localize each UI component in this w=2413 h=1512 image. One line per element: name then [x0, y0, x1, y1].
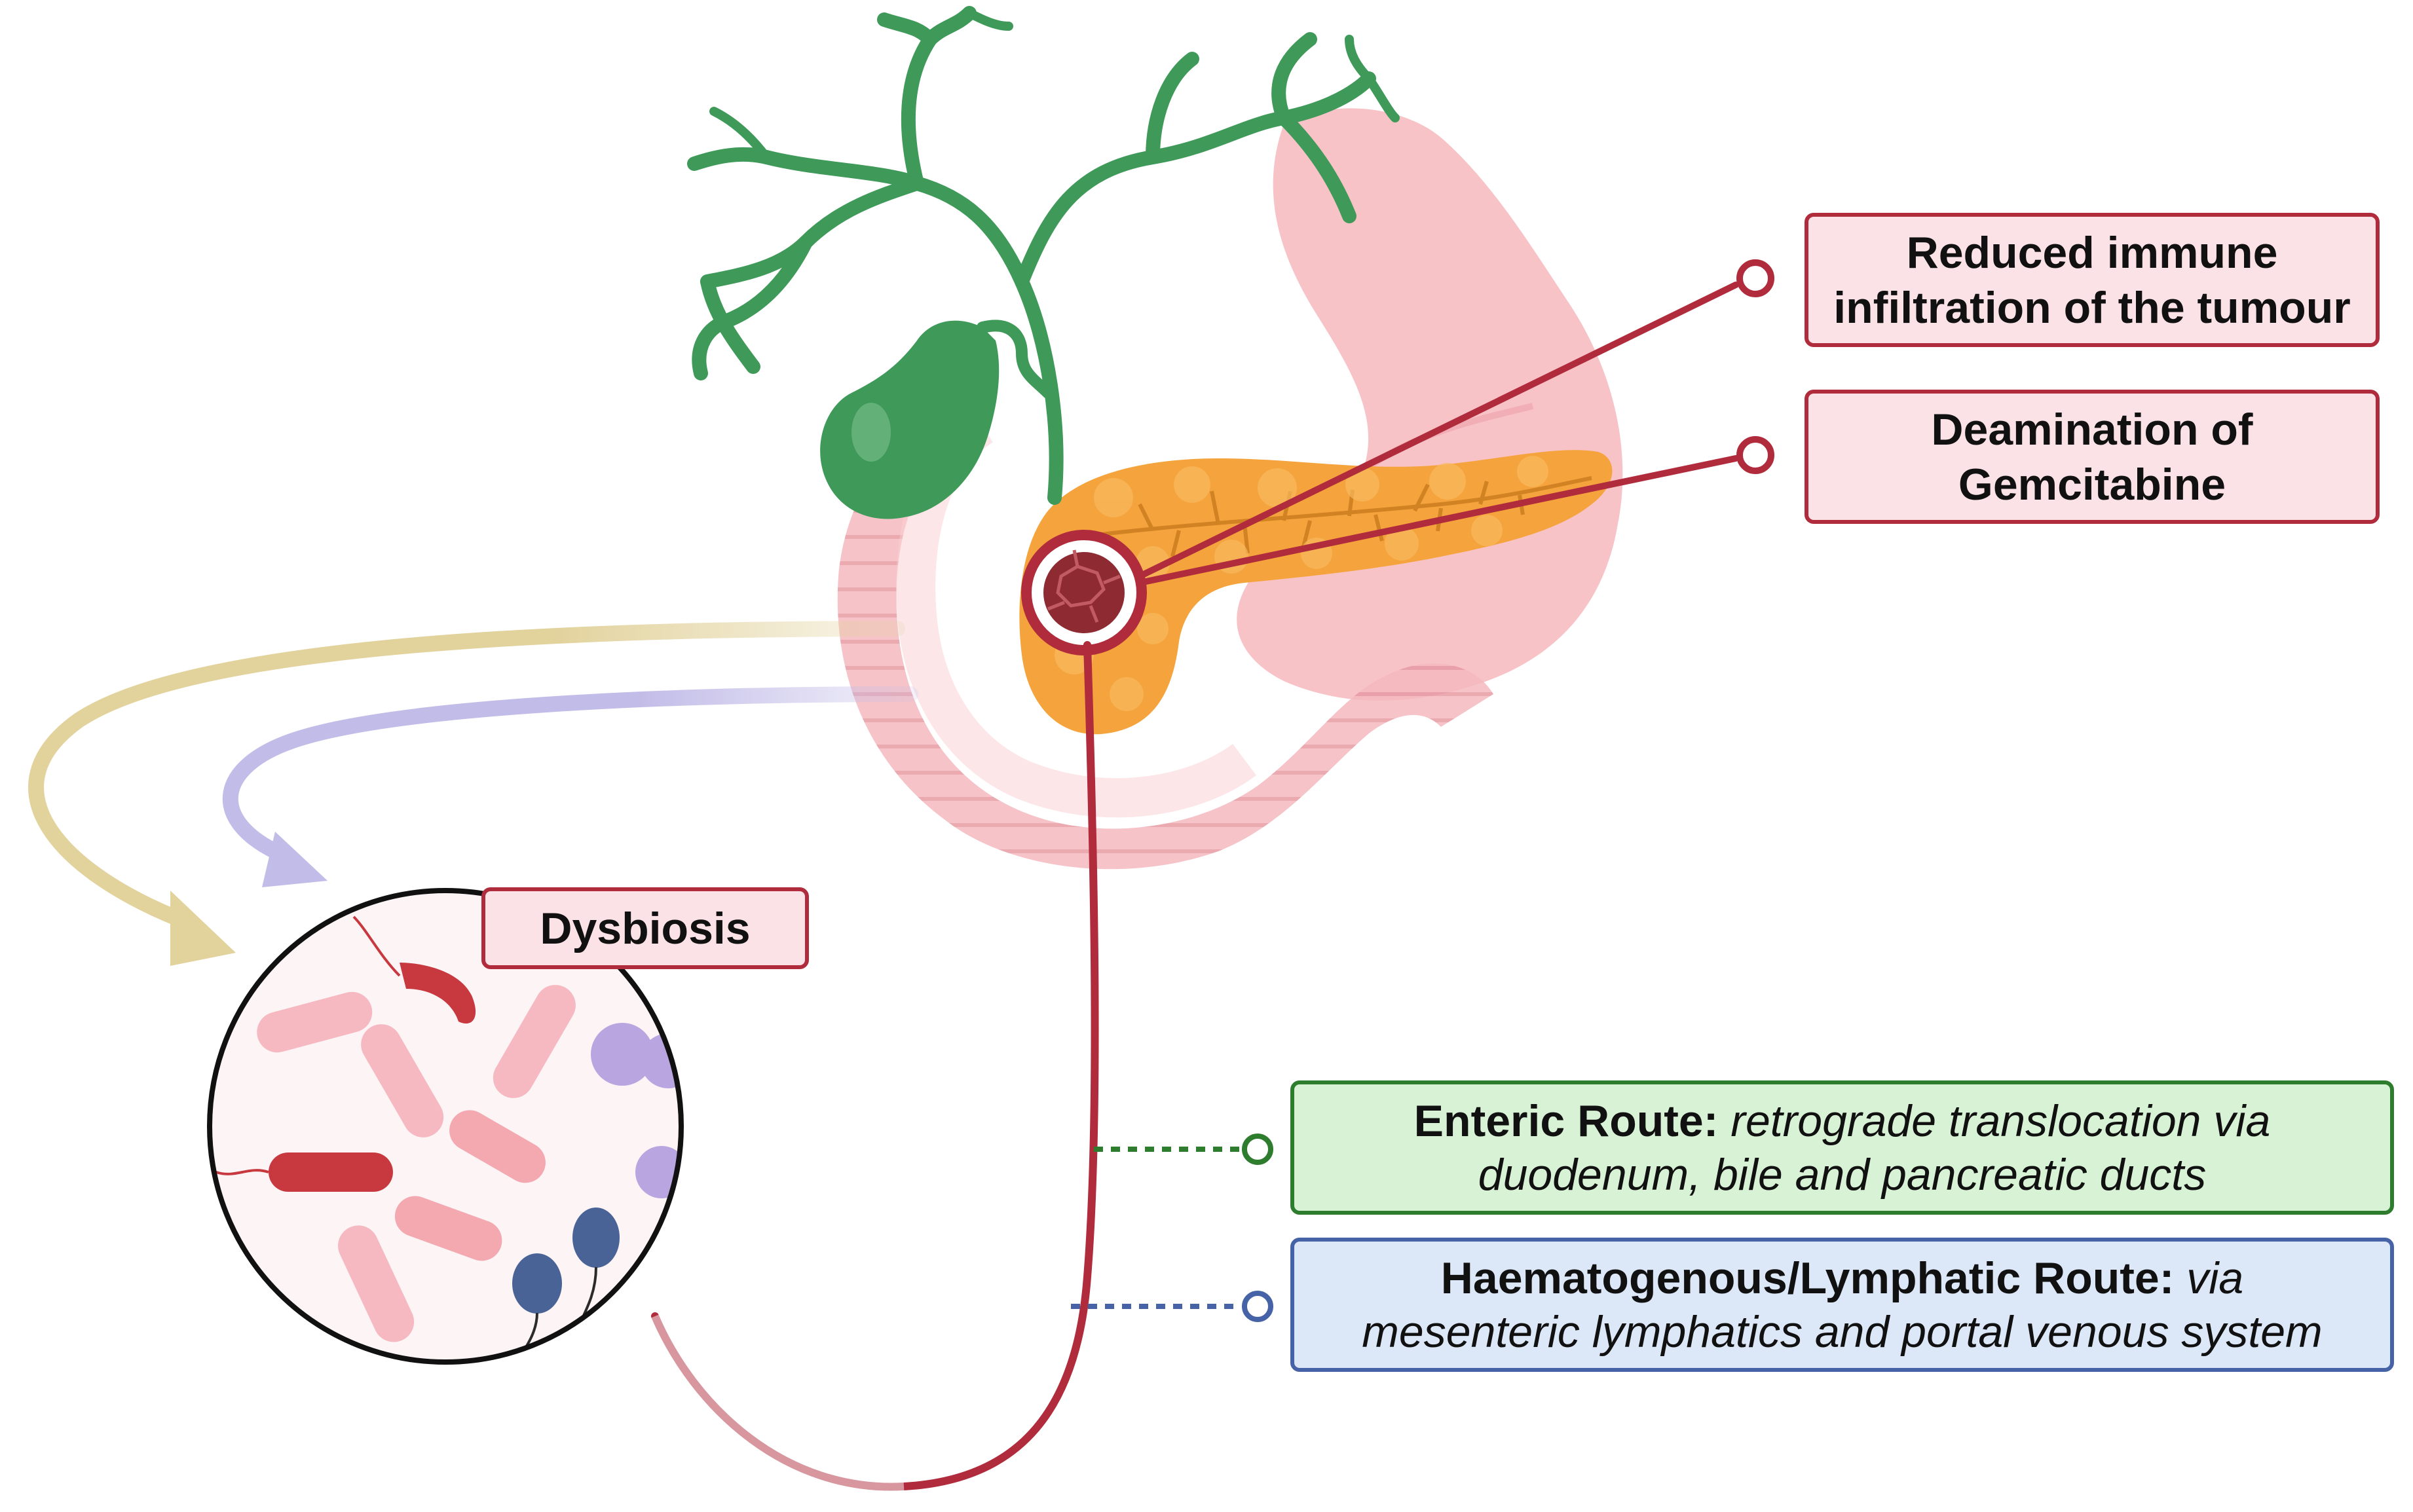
gemcitabine-label: Deamination of Gemcitabine: [1805, 390, 2380, 524]
haematogenous-desc-1: via: [2186, 1253, 2244, 1303]
enteric-desc-1: retrograde translocation via: [1730, 1096, 2271, 1146]
bacteria-icon: [207, 888, 684, 1365]
haematogenous-title: Haematogenous/Lymphatic Route:: [1440, 1253, 2175, 1303]
enteric-route-label: Enteric Route: retrograde translocation …: [1290, 1080, 2394, 1215]
lavender-arrow: [222, 686, 918, 859]
immune-infiltration-label: Reduced immune infiltration of the tumou…: [1805, 213, 2380, 347]
immune-line-1: Reduced immune: [1906, 227, 2278, 278]
haematogenous-route-label: Haematogenous/Lymphatic Route: via mesen…: [1290, 1238, 2394, 1372]
immune-line-2: infiltration of the tumour: [1833, 282, 2351, 333]
enteric-desc-2: duodenum, bile and pancreatic ducts: [1478, 1149, 2207, 1200]
haematogenous-desc-2: mesenteric lymphatics and portal venous …: [1362, 1306, 2323, 1357]
dysbiosis-label: Dysbiosis: [481, 887, 809, 969]
dysbiosis-text: Dysbiosis: [540, 903, 751, 953]
gemcitabine-line-2: Gemcitabine: [1958, 459, 2226, 509]
pancreas-icon: [1019, 450, 1613, 735]
tumour-icon: [1021, 530, 1147, 655]
stomach-icon: [1237, 108, 1623, 701]
gallbladder-icon: [820, 320, 1000, 519]
tan-arrow: [28, 621, 905, 931]
enteric-title: Enteric Route:: [1413, 1096, 1719, 1146]
duodenum-icon: [837, 399, 1493, 870]
gemcitabine-line-1: Deamination of: [1931, 404, 2253, 454]
bile-duct-icon: [687, 6, 1376, 505]
tumour-connectors: [1136, 282, 1739, 586]
